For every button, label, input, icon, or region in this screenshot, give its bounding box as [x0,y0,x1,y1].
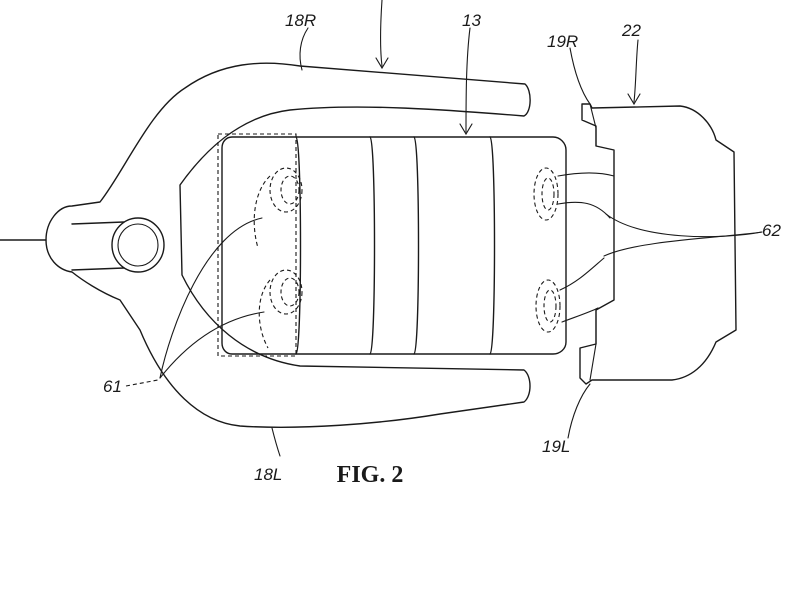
battery-dashed-outline [217,133,297,357]
figure-caption: FIG. 2 [336,462,404,488]
pipe-end-outer [111,217,165,273]
terminal-61-bottom-lead [258,279,271,349]
label-13: 13 [462,11,481,30]
leader-13-arrowhead [459,123,473,136]
label-19L: 19L [542,437,570,456]
cell-divider [413,136,420,355]
leader-19R [569,47,591,105]
leader-18L [271,427,281,457]
leader-19L [567,383,591,439]
cell-divider [369,136,376,355]
label-62: 62 [762,221,781,240]
leader-61-tail [125,379,159,387]
bracket-19R [589,103,597,147]
leader-62 [605,213,763,238]
wire [557,172,615,177]
bracket-19L [589,309,597,381]
frame-outline [45,62,531,428]
pipe-end-inner [117,223,159,267]
leader-22 [633,39,639,103]
terminal-62-bottom-inner [543,289,557,323]
label-18R: 18R [285,11,316,30]
terminal-62-top [533,167,559,221]
leader-62 [603,231,763,257]
terminal-61-top-inner [280,175,300,205]
pipe-body [71,221,125,271]
label-18L: 18L [254,465,282,484]
terminal-62-bottom [535,279,561,333]
leader-13 [465,27,471,133]
leader-arrowhead [375,57,389,70]
terminal-61-top-lead [253,175,271,249]
leader-61 [159,311,265,379]
cell-divider [295,136,302,355]
wire [561,307,599,323]
wire [559,257,605,291]
battery-outline [221,136,567,355]
label-22: 22 [621,21,641,40]
leader-18R [299,27,309,71]
controller-outline [579,103,737,385]
leader-arrow [379,0,383,67]
leader-22-arrowhead [627,93,641,106]
cell-divider [489,136,496,355]
label-19R: 19R [547,32,578,51]
label-61: 61 [103,377,122,396]
terminal-61-bottom [269,269,303,315]
leader-61 [159,217,263,379]
terminal-62-top-inner [541,177,555,211]
terminal-61-bottom-inner [280,277,300,307]
terminal-61-top [269,167,303,213]
